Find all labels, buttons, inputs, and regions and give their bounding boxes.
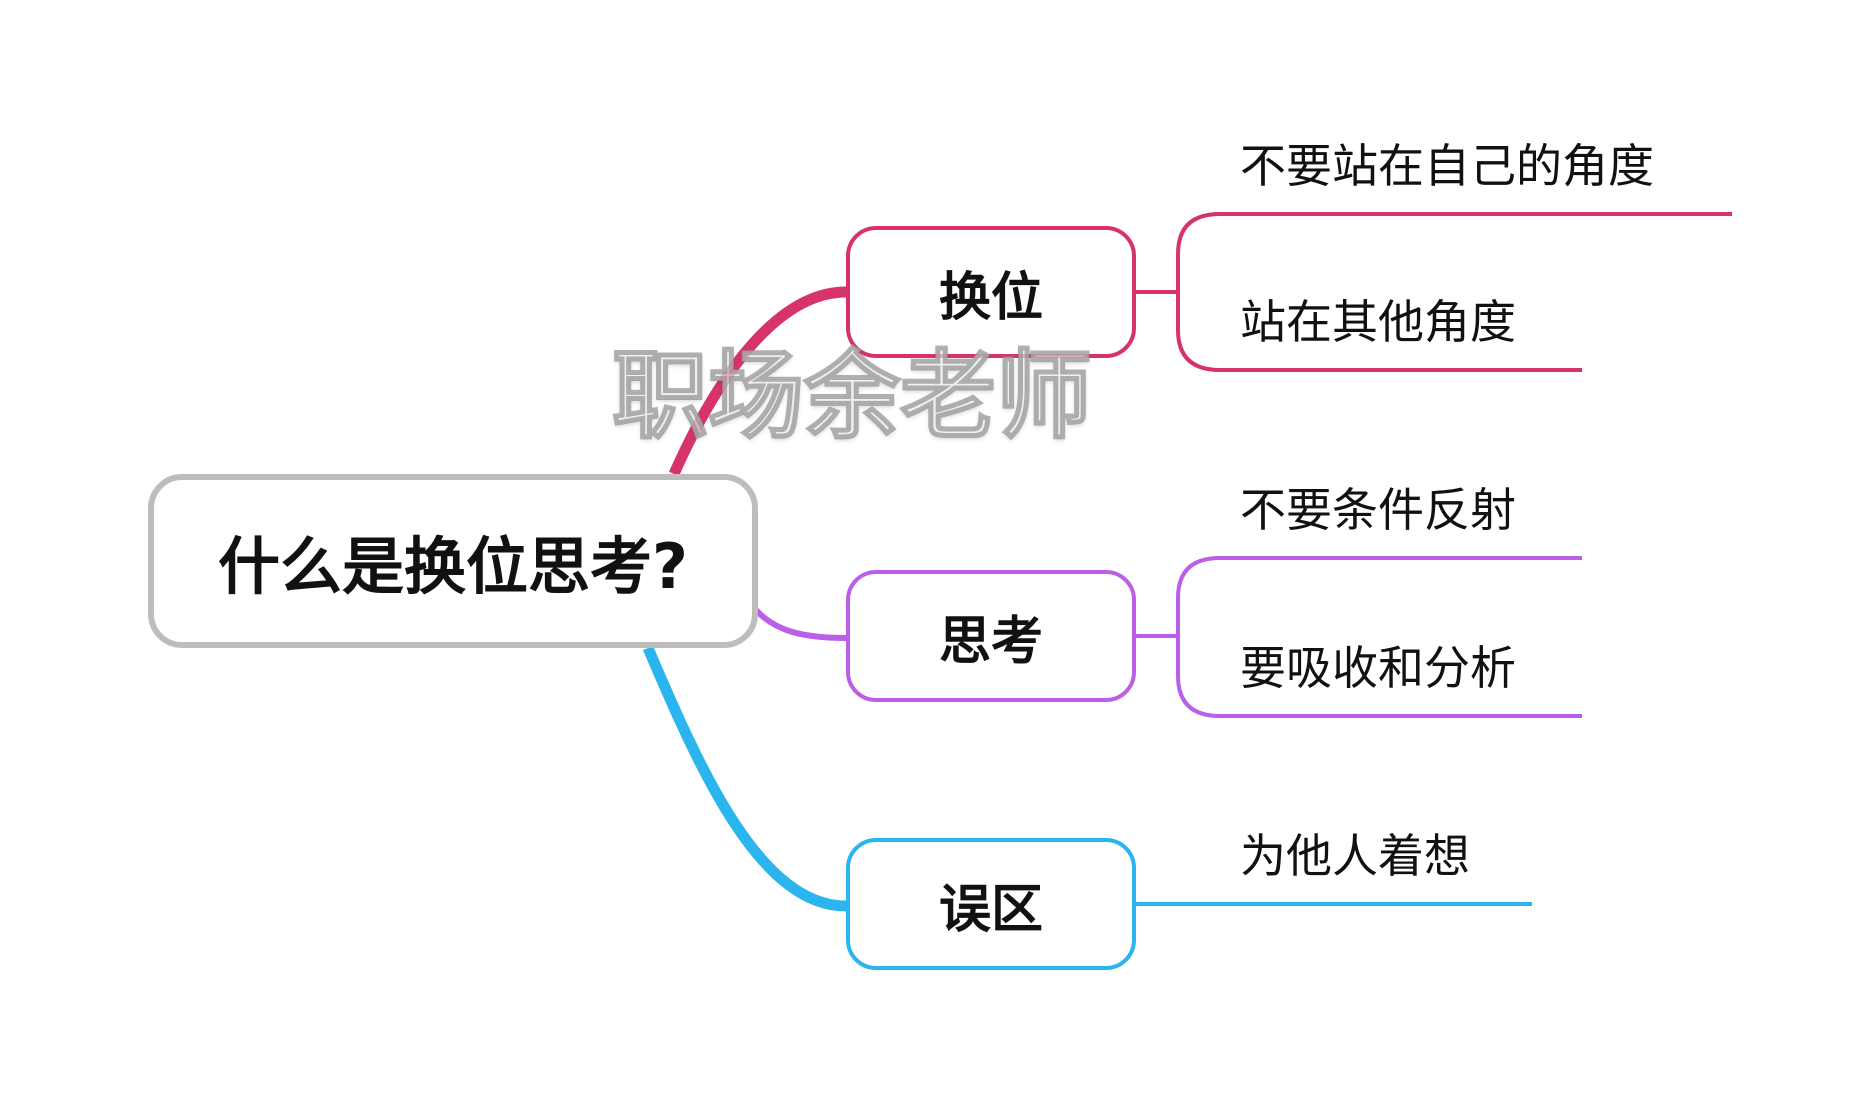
- connector-branch-1-leaf-1: [1176, 212, 1732, 292]
- branch-topic-3-label: 误区: [938, 879, 1043, 940]
- connector-root-branch-1: [668, 286, 847, 477]
- branch-topic-1[interactable]: 换位: [846, 226, 1136, 358]
- leaf-topic-2-1[interactable]: 不要条件反射: [1240, 483, 1516, 537]
- leaf-topic-3-1[interactable]: 为他人着想: [1240, 829, 1470, 883]
- leaf-topic-2-2[interactable]: 要吸收和分析: [1240, 641, 1516, 695]
- connector-root-branch-2: [753, 607, 847, 641]
- leaf-topic-1-2[interactable]: 站在其他角度: [1240, 295, 1516, 349]
- connector-root-branch-3: [642, 645, 847, 912]
- branch-topic-3[interactable]: 误区: [846, 838, 1136, 970]
- root-topic-label: 什么是换位思考?: [218, 530, 688, 603]
- watermark-text: 职场余老师: [611, 339, 1093, 453]
- connector-branch-2-leaf-2: [1176, 636, 1582, 718]
- branch-topic-1-label: 换位: [938, 267, 1043, 328]
- branch-topic-2-label: 思考: [938, 611, 1043, 672]
- branch-topic-2[interactable]: 思考: [846, 570, 1136, 702]
- leaf-topic-1-1[interactable]: 不要站在自己的角度: [1240, 139, 1654, 193]
- root-topic[interactable]: 什么是换位思考?: [148, 474, 758, 648]
- connector-branch-1-leaf-2: [1176, 292, 1582, 372]
- connector-branch-2-leaf-1: [1176, 556, 1582, 636]
